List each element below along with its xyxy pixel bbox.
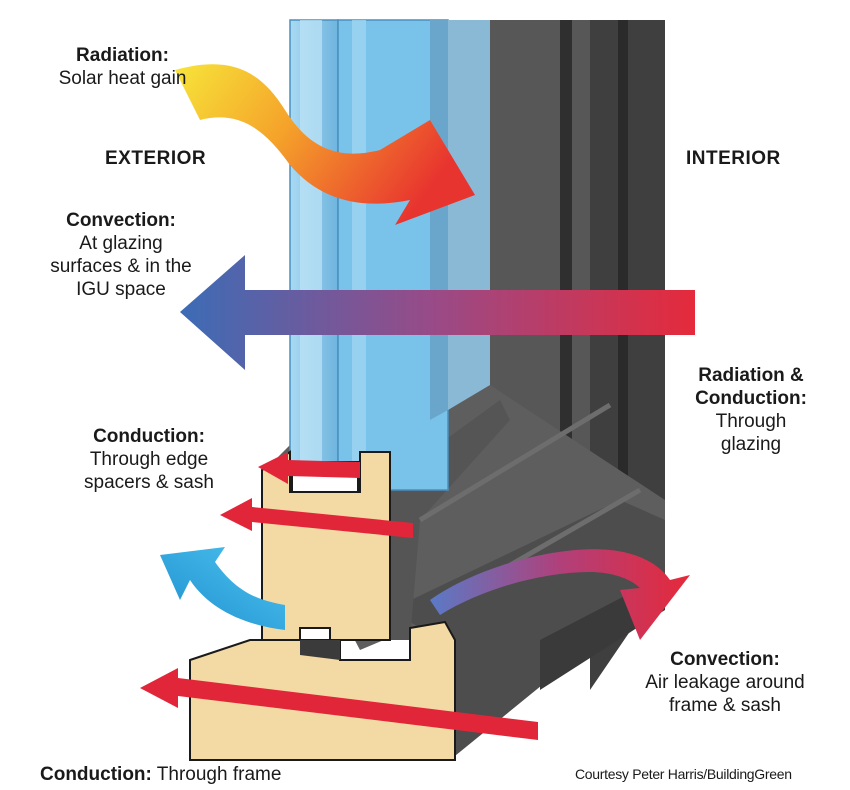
radiation-label: Radiation: Solar heat gain xyxy=(40,44,205,90)
igu-spacer xyxy=(300,20,322,490)
exterior-heading: EXTERIOR xyxy=(105,148,207,169)
radiation-line-1: Solar heat gain xyxy=(58,68,187,89)
convection-glazing-title: Convection: xyxy=(66,210,176,231)
conduction-frame-title: Conduction: xyxy=(40,764,152,785)
interior-heading: INTERIOR xyxy=(686,148,781,169)
conduction-edge-label: Conduction: Through edge spacers & sash xyxy=(64,425,234,494)
conduction-edge-title: Conduction: xyxy=(93,426,205,447)
air-leakage-blue-arrow xyxy=(160,547,285,630)
glass-reveal xyxy=(448,20,490,410)
sill-profile xyxy=(189,620,456,761)
radiation-conduction-title-2: Conduction: xyxy=(695,388,807,409)
frame-groove xyxy=(560,20,572,490)
radiation-title: Radiation: xyxy=(76,45,169,66)
convection-glazing-line-1: At glazing xyxy=(79,233,163,254)
wood-frame-sill xyxy=(189,620,456,761)
convection-glazing-label: Convection: At glazing surfaces & in the… xyxy=(32,209,210,301)
convection-leakage-title: Convection: xyxy=(670,649,780,670)
convection-glazing-line-3: IGU space xyxy=(76,279,166,300)
frame-groove-2 xyxy=(618,20,628,520)
radiation-conduction-line-2: glazing xyxy=(720,434,782,455)
convection-leakage-label: Convection: Air leakage around frame & s… xyxy=(620,648,830,717)
conduction-edge-arrow-1 xyxy=(258,452,360,484)
conduction-edge-arrow-2 xyxy=(220,498,413,538)
radiation-conduction-line-1: Through xyxy=(715,411,787,432)
solar-radiation-arrow xyxy=(175,64,475,225)
image-credit: Courtesy Peter Harris/BuildingGreen xyxy=(575,766,792,782)
radiation-conduction-label: Radiation & Conduction: Through glazing xyxy=(672,364,830,456)
conduction-frame-arrow xyxy=(140,668,538,740)
convection-glazing-arrow xyxy=(180,255,695,370)
air-leakage-arrow xyxy=(430,549,690,640)
sill-shadow xyxy=(300,640,340,660)
convection-glazing-line-2: surfaces & in the xyxy=(50,256,192,277)
convection-leakage-line-1: Air leakage around xyxy=(645,672,805,693)
conduction-frame-text: Through frame xyxy=(151,764,282,785)
conduction-edge-line-2: spacers & sash xyxy=(84,472,214,493)
conduction-edge-line-1: Through edge xyxy=(89,449,209,470)
radiation-conduction-title-1: Radiation & xyxy=(698,365,804,386)
conduction-frame-label: Conduction: Through frame xyxy=(40,763,370,786)
convection-leakage-line-2: frame & sash xyxy=(669,695,781,716)
